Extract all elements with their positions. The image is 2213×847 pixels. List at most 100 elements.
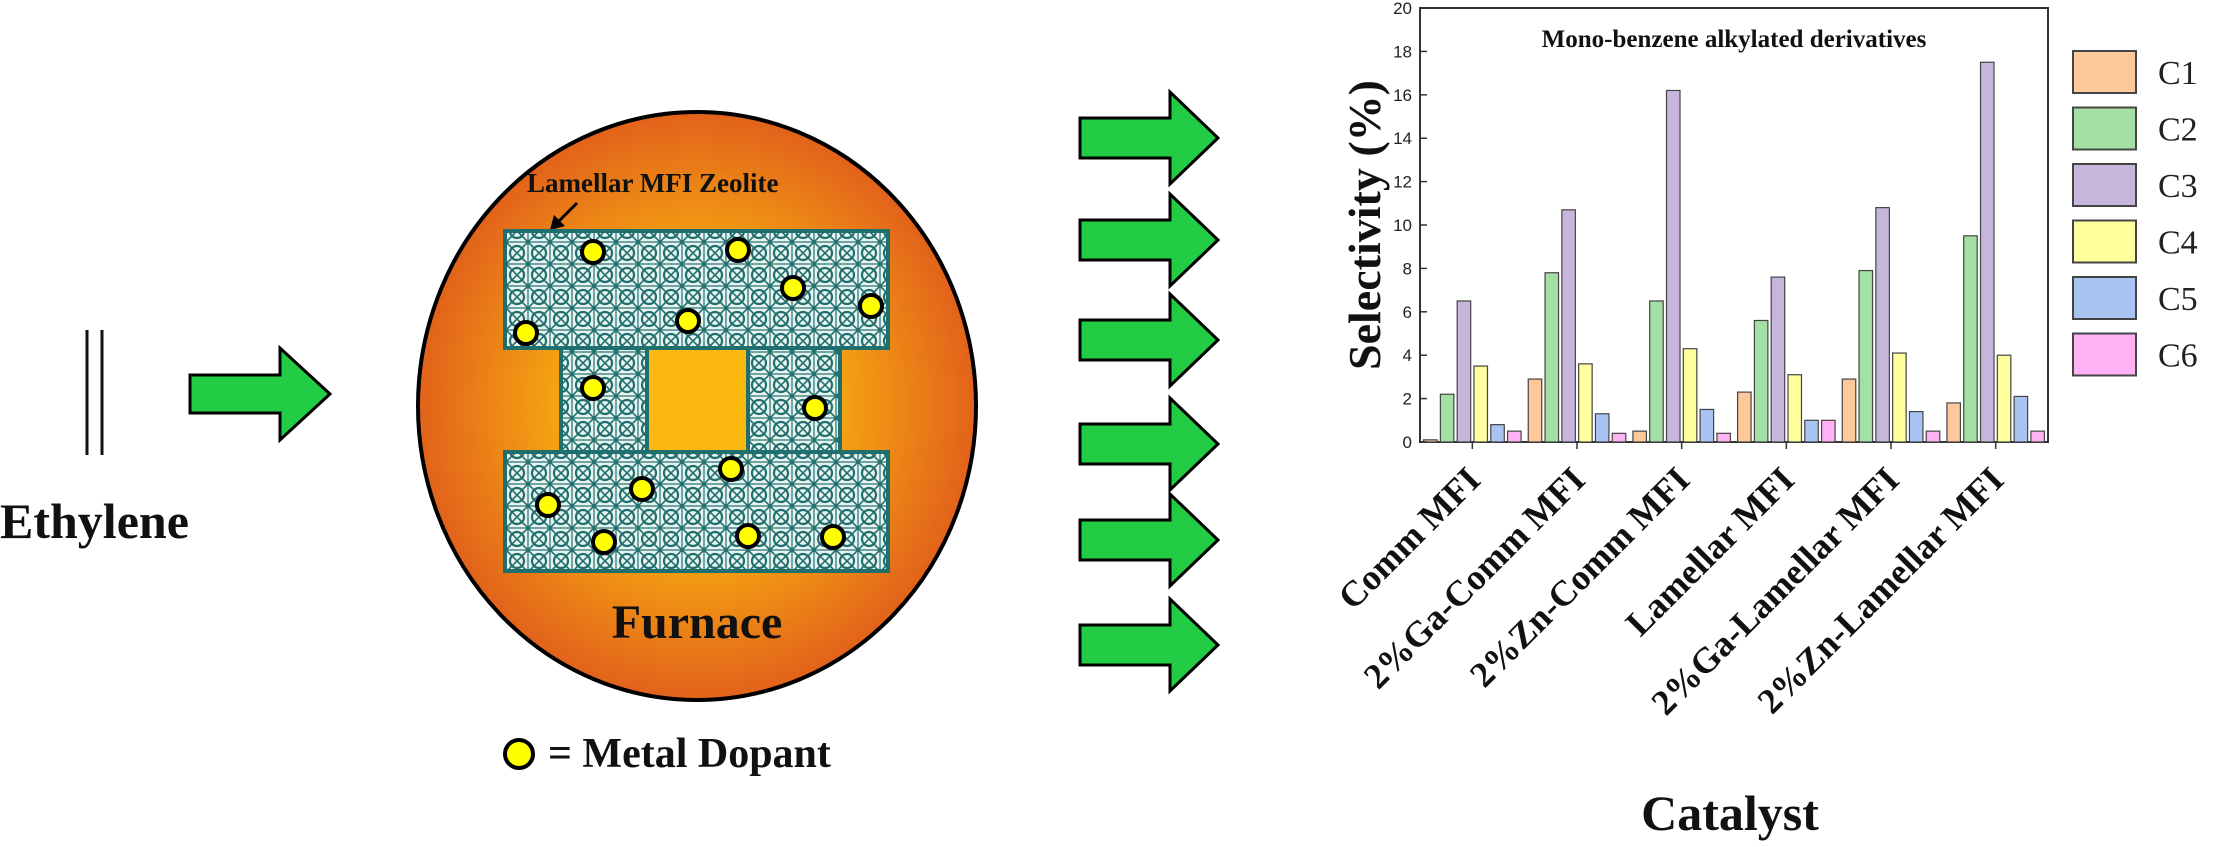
furnace-label: Furnace xyxy=(612,596,783,649)
legend-label: C6 xyxy=(2158,338,2198,375)
bar-c1 xyxy=(1946,402,1962,443)
bar-c4 xyxy=(1787,374,1803,443)
legend-swatch xyxy=(2072,50,2137,94)
y-tick-label: 6 xyxy=(1403,303,1412,322)
bar-c5 xyxy=(1699,408,1715,443)
y-tick-label: 0 xyxy=(1403,433,1412,452)
y-axis: 0 2 4 6 8 10 12 14 16 18 20 xyxy=(1393,0,1427,452)
y-tick-label: 18 xyxy=(1393,42,1412,61)
metal-dopants xyxy=(513,237,884,555)
zeolite-pointer-icon xyxy=(550,201,579,230)
bar-c3 xyxy=(1979,61,1995,443)
x-axis-label: Catalyst xyxy=(1641,785,1819,841)
legend-swatch xyxy=(2072,276,2137,320)
bar-c3 xyxy=(1875,207,1890,443)
bar-c4 xyxy=(1892,352,1907,443)
arrow-icon xyxy=(188,344,333,444)
y-tick-label: 12 xyxy=(1393,173,1412,192)
bar-c6 xyxy=(1820,419,1836,443)
ethylene-double-bond-icon xyxy=(85,330,104,455)
bar-c3 xyxy=(1665,89,1681,443)
bar-c4 xyxy=(1578,363,1593,443)
legend-label: C4 xyxy=(2158,225,2198,262)
output-arrow-icon xyxy=(1078,394,1221,494)
y-tick-label: 8 xyxy=(1403,259,1412,278)
bar-c2 xyxy=(1963,235,1978,443)
bar-c1 xyxy=(1527,378,1543,443)
furnace: Lamellar MFI Zeolite Furnace xyxy=(416,110,978,702)
bar-c1 xyxy=(1841,378,1857,443)
bar-c5 xyxy=(1804,419,1819,443)
metal-dopant-icon xyxy=(820,524,846,550)
zeolite-label: Lamellar MFI Zeolite xyxy=(527,168,778,198)
metal-dopant-icon xyxy=(735,523,761,549)
metal-dopant-icon xyxy=(858,293,884,319)
metal-dopant-icon xyxy=(535,492,561,518)
output-arrows xyxy=(1078,88,1221,695)
bar-c6 xyxy=(2030,430,2046,443)
y-tick-label: 10 xyxy=(1393,216,1412,235)
metal-dopant-icon xyxy=(629,476,655,502)
legend-swatch xyxy=(2072,106,2137,151)
lamellar-zeolite-structure xyxy=(503,229,890,573)
dopant-legend-label: = Metal Dopant xyxy=(548,731,831,777)
legend-swatch xyxy=(2072,163,2137,207)
bar-c2 xyxy=(1649,300,1664,443)
bar-c2 xyxy=(1544,272,1560,443)
output-arrow-icon xyxy=(1078,490,1221,590)
metal-dopant-icon xyxy=(725,237,751,263)
bar-c2 xyxy=(1753,319,1769,443)
legend-label: C2 xyxy=(2158,112,2198,149)
y-axis-label: Selectivity (%) xyxy=(1339,80,1390,370)
metal-dopant-icon xyxy=(802,395,828,421)
bars xyxy=(1422,61,2046,443)
y-tick-label: 14 xyxy=(1393,129,1412,148)
y-tick-label: 4 xyxy=(1403,346,1412,365)
bar-c2 xyxy=(1439,393,1455,443)
output-arrow-icon xyxy=(1078,595,1221,695)
metal-dopant-icon xyxy=(591,529,617,555)
legend-label: C5 xyxy=(2158,281,2198,318)
bar-c6 xyxy=(1611,432,1627,443)
schematic: Ethylene Lamellar MFI Zeolite Furnace = … xyxy=(0,88,1221,777)
bar-c1 xyxy=(1736,391,1752,443)
bar-c4 xyxy=(1682,348,1698,443)
legend-swatch xyxy=(2072,219,2137,264)
bar-c5 xyxy=(1908,411,1924,443)
bar-c3 xyxy=(1456,300,1472,443)
metal-dopant-icon xyxy=(718,456,744,482)
plot-frame xyxy=(1419,7,2049,443)
bar-c4 xyxy=(1996,354,2012,443)
bar-c6 xyxy=(1506,430,1522,443)
bar-c6 xyxy=(1716,432,1732,443)
bar-c4 xyxy=(1473,365,1489,443)
bar-c5 xyxy=(1594,413,1610,443)
legend-swatch xyxy=(2072,332,2137,377)
metal-dopant-icon xyxy=(580,375,606,401)
metal-dopant-icon xyxy=(780,275,806,301)
output-arrow-icon xyxy=(1078,88,1221,188)
bar-c3 xyxy=(1770,276,1786,443)
bar-c5 xyxy=(2013,395,2029,443)
bar-c3 xyxy=(1561,209,1576,443)
metal-dopant-icon xyxy=(580,239,606,265)
dopant-legend-icon xyxy=(503,738,535,770)
legend-label: C3 xyxy=(2158,168,2198,205)
bar-c6 xyxy=(1925,430,1941,443)
y-tick-label: 16 xyxy=(1393,86,1412,105)
bar-c5 xyxy=(1490,424,1505,443)
bar-c1 xyxy=(1632,430,1648,443)
bar-c1 xyxy=(1422,439,1438,443)
y-tick-label: 20 xyxy=(1393,0,1412,18)
chart-title: Mono-benzene alkylated derivatives xyxy=(1542,26,1927,53)
metal-dopant-icon xyxy=(675,308,701,334)
bar-c2 xyxy=(1858,269,1874,443)
y-tick-label: 2 xyxy=(1403,390,1412,409)
output-arrow-icon xyxy=(1078,290,1221,390)
metal-dopant-icon xyxy=(513,320,539,346)
legend-label: C1 xyxy=(2158,55,2198,92)
